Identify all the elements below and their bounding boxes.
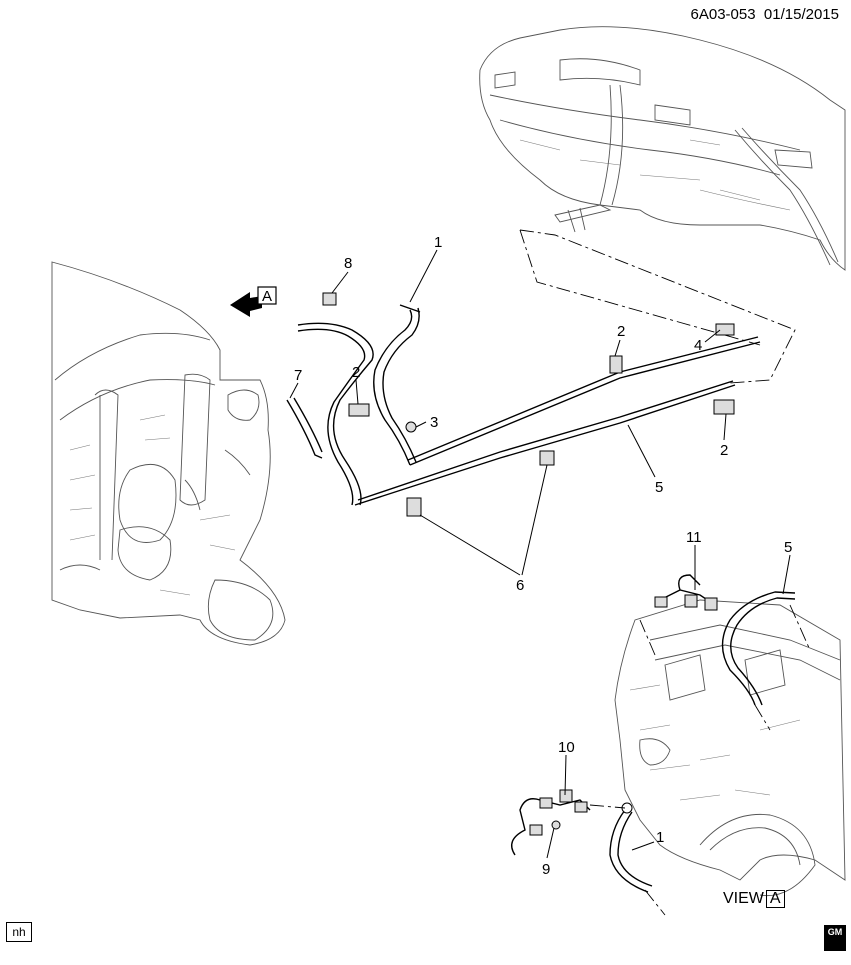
fuel-return-pipe — [409, 341, 761, 466]
callout-8: 8 — [344, 255, 352, 272]
callout-10: 10 — [558, 739, 575, 756]
clip-8 — [322, 292, 337, 306]
clip-2-left — [348, 403, 370, 417]
bolt-9 — [551, 820, 561, 830]
engine-left — [51, 261, 286, 646]
nut-3 — [405, 421, 417, 433]
clip-6-left — [406, 497, 422, 517]
view-arrow-icon — [230, 292, 262, 317]
callout-1-bottom: 1 — [656, 829, 664, 846]
callout-2-right: 2 — [720, 442, 728, 459]
fuel-tank — [479, 26, 846, 271]
clip-6-right — [539, 450, 555, 466]
engine-view-a — [614, 599, 846, 897]
view-label-text: VIEW — [723, 890, 764, 907]
callout-2-mid: 2 — [617, 323, 625, 340]
diagram-id: 6A03-053 — [690, 6, 756, 23]
callout-1-top: 1 — [434, 234, 442, 251]
callout-5-mid: 5 — [655, 479, 663, 496]
fuel-feed-pipe — [354, 384, 736, 506]
callout-5-right: 5 — [784, 539, 792, 556]
pipe-5-view-a — [721, 591, 796, 706]
reference-line — [519, 229, 796, 384]
diagram-header: 6A03-053 01/15/2015 — [691, 6, 839, 23]
diagram-date: 01/15/2015 — [763, 6, 839, 23]
callout-6: 6 — [516, 577, 524, 594]
gm-logo-text: GM — [827, 927, 843, 937]
callout-7: 7 — [294, 367, 302, 384]
gm-logo: GM — [824, 925, 846, 951]
callout-3: 3 — [430, 414, 438, 431]
callout-4: 4 — [694, 337, 702, 354]
corner-tag: nh — [6, 922, 32, 942]
clip-4 — [715, 323, 735, 336]
clip-2-right — [713, 399, 735, 415]
callout-9: 9 — [542, 861, 550, 878]
hose-7 — [286, 399, 323, 459]
clip-2-mid — [609, 355, 623, 374]
pipe-1-view-a — [609, 809, 649, 893]
view-arrow-ref: A — [262, 288, 272, 305]
callout-2-left: 2 — [352, 364, 360, 381]
view-label-ref: A — [765, 890, 785, 908]
callout-11: 11 — [686, 529, 702, 546]
